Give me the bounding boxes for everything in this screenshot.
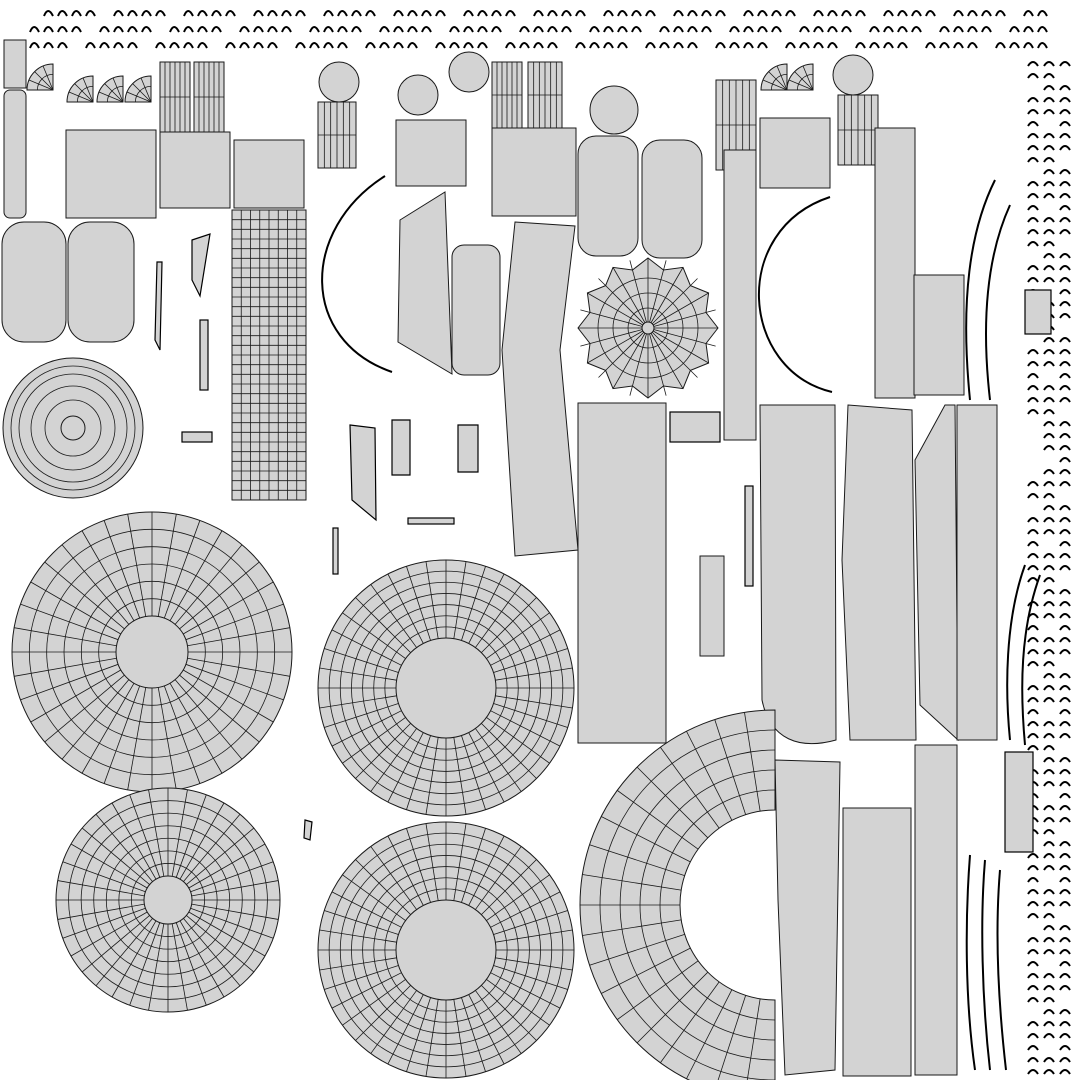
uv-island-fan-disk-a (11, 511, 293, 793)
uv-island-curved-strips (397, 191, 959, 1076)
uv-island-ring-disk (2, 357, 144, 499)
small-fragment-strip-right (1027, 61, 1071, 1075)
uv-island-bent-strips-right (965, 179, 1041, 1071)
uv-island-large-disk-b (317, 821, 575, 1079)
uv-island-arc-strips (321, 175, 833, 393)
uv-island-tall-bar-left (3, 39, 27, 219)
uv-island-ribbed-cylinder-row (159, 61, 879, 171)
uv-island-dome-row (26, 63, 814, 103)
uv-island-large-disk-a (317, 559, 575, 817)
uv-island-rect-panels (577, 127, 998, 1077)
uv-island-small-circles (318, 51, 874, 135)
uv-island-half-ring (579, 709, 776, 1080)
uv-island-spoked-disk (577, 257, 719, 399)
uv-island-small-bits (154, 233, 1052, 853)
uv-island-fan-disk-b (55, 787, 281, 1013)
uv-island-capsules (1, 135, 703, 376)
small-fragment-strip-top (29, 10, 1048, 49)
uv-island-cylinder-unwrap-row (65, 117, 831, 219)
